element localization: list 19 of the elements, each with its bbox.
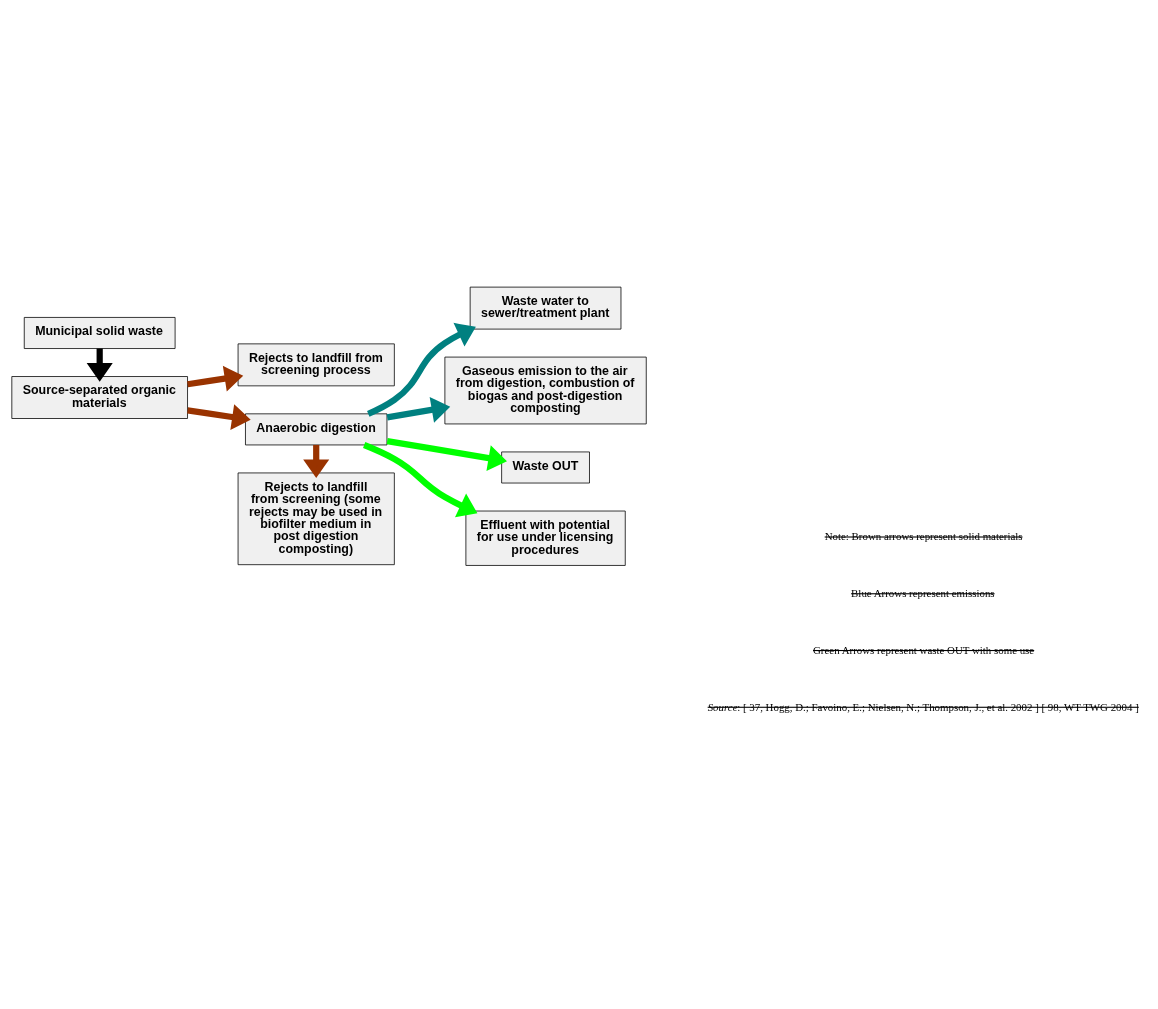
arrow	[386, 437, 507, 471]
node-box: Anaerobic digestion	[245, 412, 388, 445]
node-box: Rejects to landfill from screening process	[237, 343, 395, 386]
label: Note: Brown arrows represent solid materials	[824, 529, 1023, 542]
label: Green Arrows represent waste OUT with some use	[813, 643, 1035, 656]
arrow	[367, 322, 476, 417]
node-box: Waste OUT	[501, 451, 590, 483]
node-box: Source-separated organic materials	[11, 375, 188, 419]
arrow	[363, 441, 478, 517]
node-box: Effluent with potential for use under licensing procedures	[465, 510, 626, 566]
label: Source: [ 37, Hogg, D.; Favoino, E.; Nielsen, N.; Thompson, J., et al. 2002 ] [ 98, WT TWG 2004 ]	[707, 700, 1139, 713]
node-box: Gaseous emission to the air from digestion, combustion of biogas and post-digestion composting	[444, 356, 647, 424]
label: Blue Arrows represent emissions	[851, 586, 995, 599]
arrow	[386, 396, 451, 423]
node-box: Rejects to landfill from screening (some rejects may be used in biofilter medium in post digestion composting)	[237, 472, 395, 565]
node-box: Waste water to sewer/treatment plant	[469, 286, 622, 329]
node-box: Municipal solid waste	[23, 316, 176, 349]
arrow	[187, 403, 251, 430]
arrow	[187, 365, 244, 392]
